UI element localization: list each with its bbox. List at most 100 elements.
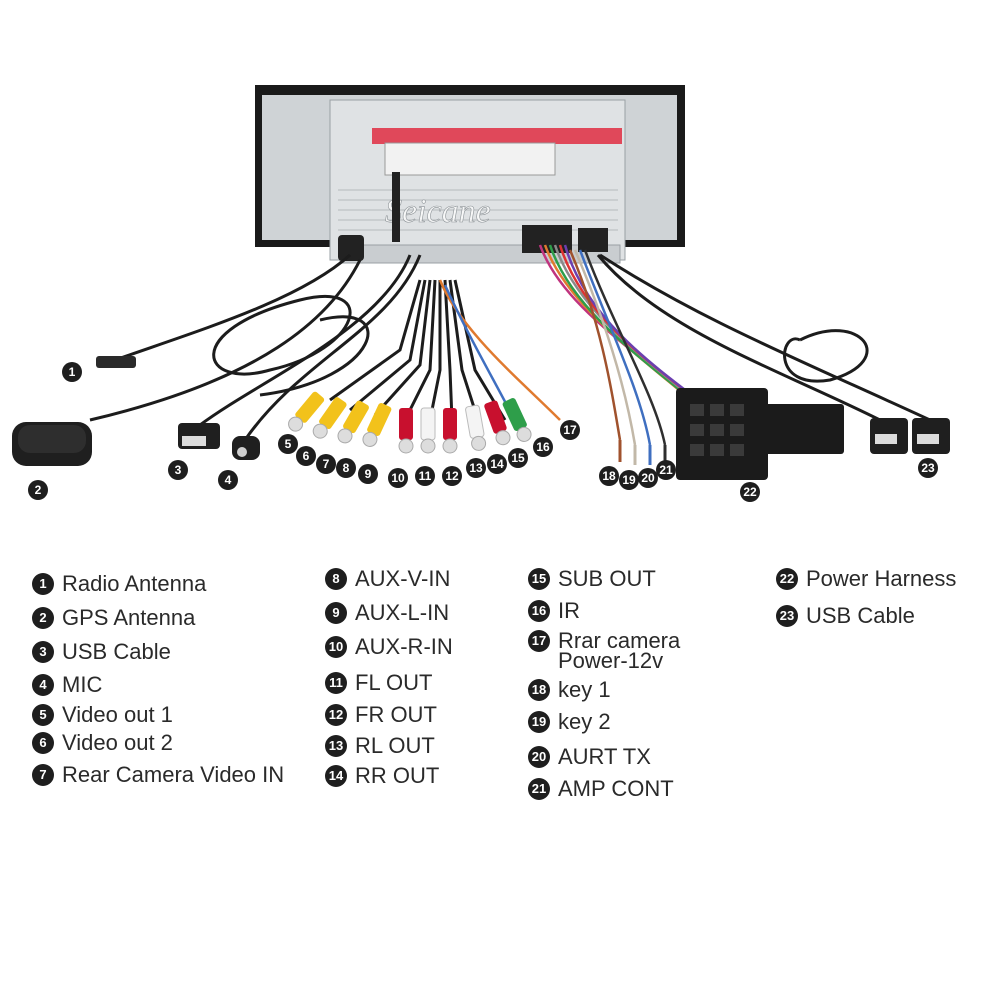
legend-item-16: 16 IR <box>528 598 580 624</box>
callout-17: 17 <box>560 420 580 440</box>
callout-11: 11 <box>415 466 435 486</box>
legend-badge: 1 <box>32 573 54 596</box>
legend-label: USB Cable <box>62 639 171 665</box>
legend-item-18: 18 key 1 <box>528 677 611 703</box>
legend-badge: 8 <box>325 568 347 591</box>
harness-wires <box>438 244 706 446</box>
legend-item-23: 23 USB Cable <box>776 603 915 629</box>
callout-22: 22 <box>740 482 760 502</box>
legend-label: MIC <box>62 672 103 698</box>
legend-badge: 5 <box>32 704 54 727</box>
legend-badge: 22 <box>776 568 798 591</box>
callout-21: 21 <box>656 460 676 480</box>
legend-item-14: 14 RR OUT <box>325 763 440 789</box>
power-harness-connector <box>676 388 844 480</box>
legend-badge: 2 <box>32 607 54 630</box>
mic-jack <box>232 436 260 460</box>
legend-label: AUX-R-IN <box>355 634 453 660</box>
callout-20: 20 <box>638 468 658 488</box>
callout-18: 18 <box>599 466 619 486</box>
legend-item-12: 12 FR OUT <box>325 702 437 728</box>
wire-tips <box>618 440 667 465</box>
legend-label: AMP CONT <box>558 776 674 802</box>
legend-label-line2: Power-12v <box>558 648 664 674</box>
legend-label: key 1 <box>558 677 611 703</box>
usb-plugs-right <box>870 418 950 454</box>
legend-item-8: 8 AUX-V-IN <box>325 566 451 592</box>
head-unit: Seicane <box>255 85 685 264</box>
legend-item-21: 21 AMP CONT <box>528 776 674 802</box>
legend-label: USB Cable <box>806 603 915 629</box>
legend-label: Power Harness <box>806 566 957 592</box>
legend-label: FR OUT <box>355 702 437 728</box>
legend-item-11: 11 FL OUT <box>325 670 433 696</box>
legend-badge: 21 <box>528 778 550 801</box>
legend-label: AUX-V-IN <box>355 566 451 592</box>
legend-label: AURT TX <box>558 744 651 770</box>
legend-badge: 18 <box>528 679 550 702</box>
legend-badge: 23 <box>776 605 798 628</box>
legend-badge: 3 <box>32 641 54 664</box>
callout-1: 1 <box>62 362 82 382</box>
rca-plugs <box>288 391 532 454</box>
legend-label: IR <box>558 598 580 624</box>
callout-7: 7 <box>316 454 336 474</box>
radio-antenna-connector <box>96 356 136 368</box>
callout-8: 8 <box>336 458 356 478</box>
callout-13: 13 <box>466 458 486 478</box>
legend-badge: 9 <box>325 602 347 625</box>
legend-label: AUX-L-IN <box>355 600 450 626</box>
legend-item-22: 22 Power Harness <box>776 566 957 592</box>
callout-14: 14 <box>487 454 507 474</box>
legend-badge: 10 <box>325 636 347 659</box>
legend-label: SUB OUT <box>558 566 656 592</box>
watermark-text: Seicane <box>385 193 491 230</box>
callout-10: 10 <box>388 468 408 488</box>
legend-item-6: 6 Video out 2 <box>32 730 173 756</box>
legend-item-5: 5 Video out 1 <box>32 702 173 728</box>
legend-badge: 12 <box>325 704 347 727</box>
legend-label: Video out 2 <box>62 730 173 756</box>
legend-item-10: 10 AUX-R-IN <box>325 634 453 660</box>
legend-badge: 16 <box>528 600 550 623</box>
callout-15: 15 <box>508 448 528 468</box>
callout-16: 16 <box>533 437 553 457</box>
callout-19: 19 <box>619 470 639 490</box>
legend-label: Rrar camera <box>558 628 681 654</box>
legend-badge: 19 <box>528 711 550 734</box>
callout-5: 5 <box>278 434 298 454</box>
legend-badge: 17 <box>528 630 550 653</box>
legend-badge: 6 <box>32 732 54 755</box>
legend-item-20: 20 AURT TX <box>528 744 651 770</box>
legend-label: RR OUT <box>355 763 440 789</box>
legend-label: Rear Camera Video IN <box>62 762 285 788</box>
callout-6: 6 <box>296 446 316 466</box>
legend-item-13: 13 RL OUT <box>325 733 435 759</box>
warning-sticker <box>372 128 622 144</box>
gps-antenna-puck <box>12 422 92 466</box>
legend-label: RL OUT <box>355 733 435 759</box>
callout-4: 4 <box>218 470 238 490</box>
callout-3: 3 <box>168 460 188 480</box>
legend-item-9: 9 AUX-L-IN <box>325 600 450 626</box>
callout-23: 23 <box>918 458 938 478</box>
legend-badge: 14 <box>325 765 347 788</box>
legend-item-1: 1 Radio Antenna <box>32 571 207 597</box>
cables <box>89 253 931 441</box>
legend-badge: 13 <box>325 735 347 758</box>
legend-label: Video out 1 <box>62 702 173 728</box>
callout-12: 12 <box>442 466 462 486</box>
legend-label: Radio Antenna <box>62 571 207 597</box>
legend-badge: 20 <box>528 746 550 769</box>
legend-badge: 11 <box>325 672 347 695</box>
legend-label: FL OUT <box>355 670 433 696</box>
callout-2: 2 <box>28 480 48 500</box>
